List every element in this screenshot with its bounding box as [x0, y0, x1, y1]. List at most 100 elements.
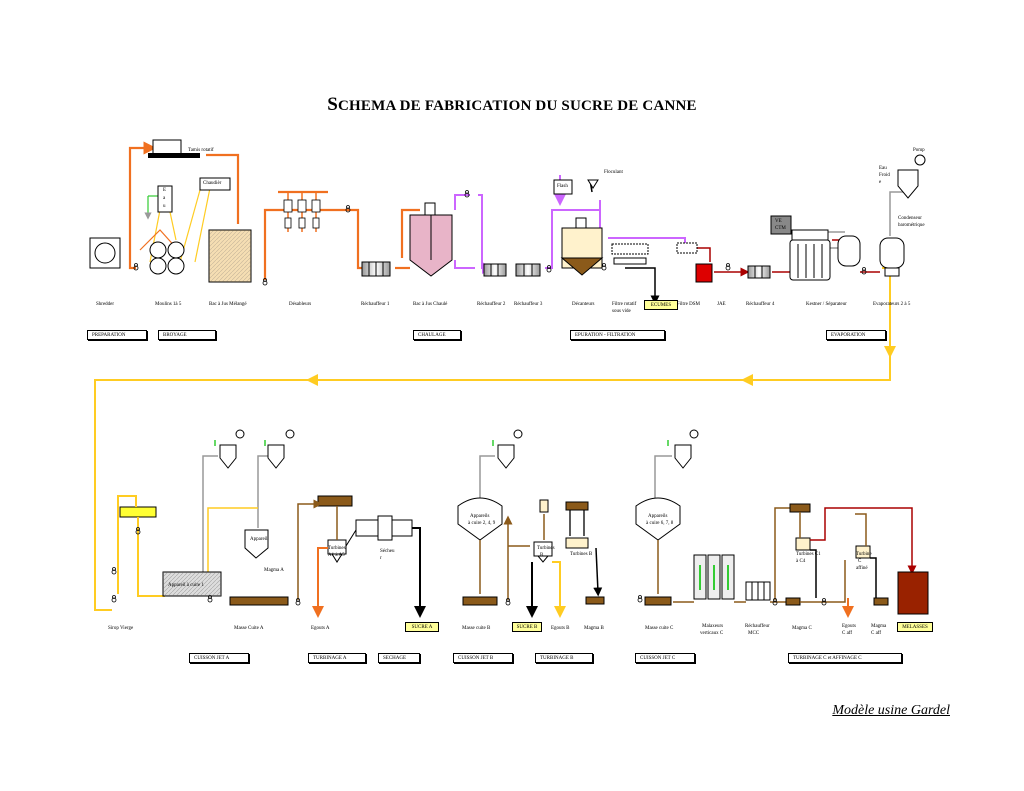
label-eau-froide-2: Froid	[879, 173, 890, 178]
green-drops	[214, 440, 669, 446]
label-ctm: CTM	[775, 226, 786, 231]
label-rechauffeur-2: Réchauffeur 2	[477, 302, 506, 307]
label-bac-chaule: Bac à Jus Chaulé	[413, 302, 448, 307]
label-turbine-ca-1: Turbine	[856, 552, 872, 557]
label-appareils-c-2: à cuire 6, 7, 8	[646, 521, 674, 526]
label-eau-a: a	[163, 196, 166, 201]
section-turbinage-b: TURBINAGE B	[535, 653, 593, 663]
label-pomp: Pomp	[913, 148, 925, 153]
section-chaulage: CHAULAGE	[413, 330, 461, 340]
massecuite-b-conveyor	[462, 596, 498, 606]
label-magma-c: Magma C	[792, 626, 812, 631]
label-rech-mcc-1: Réchauffeur	[745, 624, 770, 629]
desanders-icon	[283, 199, 321, 229]
label-sous-vide: sous vide	[612, 309, 631, 314]
jae-tank	[695, 263, 713, 283]
ve-ctm-box	[770, 215, 792, 235]
label-rech-mcc-2: MCC	[748, 631, 760, 636]
centrifuge-b	[533, 541, 553, 563]
label-egouts-c-1: Egouts	[842, 624, 856, 629]
label-kestner: Kestner / Séparateur	[806, 302, 847, 307]
heater-2-icon	[483, 263, 507, 277]
label-filtre-rotatif: Filtre rotatif	[612, 302, 637, 307]
label-secheur-2: r	[380, 556, 382, 561]
label-sirop-vierge: Sirop Vierge	[108, 626, 134, 631]
product-melasses: MELASSES	[897, 622, 933, 632]
label-egouts-a: Egouts A	[311, 626, 330, 631]
condensers-bottom	[219, 429, 699, 469]
separator-icon	[837, 235, 861, 267]
water-box	[157, 185, 173, 213]
limed-juice-tank-icon	[409, 202, 453, 277]
massecuite-a-conveyor	[229, 596, 289, 606]
mcc-reheater	[745, 581, 771, 601]
label-condenseur-2: barométrique	[898, 223, 925, 228]
label-rechauffeur-3: Réchauffeur 3	[514, 302, 543, 307]
section-turbinage-a: TURBINAGE A	[308, 653, 366, 663]
label-magma-b: Magma B	[584, 626, 604, 631]
label-turbines-a: Turbines	[328, 546, 346, 551]
label-bac-melange: Bac à Jus Mélangé	[209, 302, 247, 307]
label-eau-froide-3: e	[879, 180, 882, 185]
floculant-funnel	[587, 179, 599, 189]
label-rechauffeur-4: Réchauffeur 4	[746, 302, 775, 307]
vacuum-lines	[202, 455, 672, 578]
label-moulins: Moulins 1à 5	[155, 302, 182, 307]
product-sucre-a: SUCRE A	[405, 622, 439, 632]
rotary-screen-icon	[148, 139, 200, 158]
massecuite-c-conveyor	[644, 596, 672, 606]
label-appareils-b-2: à cuire 2, 4, 9	[468, 521, 496, 526]
evaporators-icon	[879, 237, 905, 277]
label-tamis: Tamis rotatif	[188, 148, 214, 153]
label-malaxeurs-2: verticaux C	[700, 631, 724, 636]
label-magma-c-aff-1: Magma	[871, 624, 887, 629]
label-appareils-b-1: Appareils	[470, 514, 490, 519]
label-rechauffeur-1: Réchauffeur 1	[361, 302, 390, 307]
centrifuge-a	[327, 539, 347, 563]
label-turbines-c-1: Turbines C1	[796, 552, 821, 557]
valves-bottom	[111, 527, 827, 606]
juice-flow-lines	[128, 141, 420, 280]
label-ve: VE	[775, 219, 782, 224]
heater-4-icon	[747, 265, 771, 279]
magma-tank-a	[317, 495, 353, 507]
label-turbines-b2: B	[540, 553, 544, 558]
section-cuisson-c: CUISSON JET C	[635, 653, 695, 663]
sugar-dryer-icon	[355, 515, 413, 541]
section-cuisson-a: CUISSON JET A	[189, 653, 249, 663]
product-ecumes: ECUMES	[644, 300, 678, 310]
magma-c-conveyor	[785, 597, 801, 606]
molasses-tank	[897, 571, 929, 615]
heater-1-icon	[361, 261, 391, 277]
condenser-icon	[897, 154, 926, 199]
mills-icon	[149, 241, 185, 275]
label-desableurs: Désableurs	[289, 302, 312, 307]
vacuum-pans-c	[635, 497, 681, 541]
kestner-evaporator-icon	[789, 229, 831, 281]
label-eau-u: u	[163, 204, 166, 209]
label-floculant: Floculant	[604, 170, 623, 175]
label-eau-froide-1: Eau	[879, 166, 887, 171]
syrup-tank	[119, 506, 157, 518]
label-eau-e: E	[163, 188, 167, 193]
section-sechage: SECHAGE	[378, 653, 420, 663]
label-turbines-b: Turbines	[537, 546, 555, 551]
centrifuge-c	[795, 537, 811, 551]
magma-c-feed-tank	[789, 503, 811, 513]
label-turbines-c-2: à C4	[796, 559, 806, 564]
label-evaporateurs: Evaporateurs 2 à 5	[873, 302, 911, 307]
heater-3-icon	[515, 263, 541, 277]
magma-b-mixer	[565, 501, 589, 549]
label-flash: Flash	[557, 184, 568, 189]
section-evaporation: EVAPORATION	[826, 330, 886, 340]
label-egouts-b: Egouts B	[551, 626, 570, 631]
label-appareils-c-1: Appareils	[648, 514, 668, 519]
rotary-filter-icon	[611, 243, 649, 265]
label-appareil-a-bottom: Appareil à cuire 1	[168, 583, 204, 588]
dsm-filter	[676, 242, 698, 254]
label-masse-cuite-b: Masse cuite B	[462, 626, 491, 631]
magma-c-aff-conveyor	[873, 597, 889, 606]
label-decanteurs: Décanteurs	[572, 302, 595, 307]
model-caption: Modèle usine Gardel	[832, 703, 950, 718]
